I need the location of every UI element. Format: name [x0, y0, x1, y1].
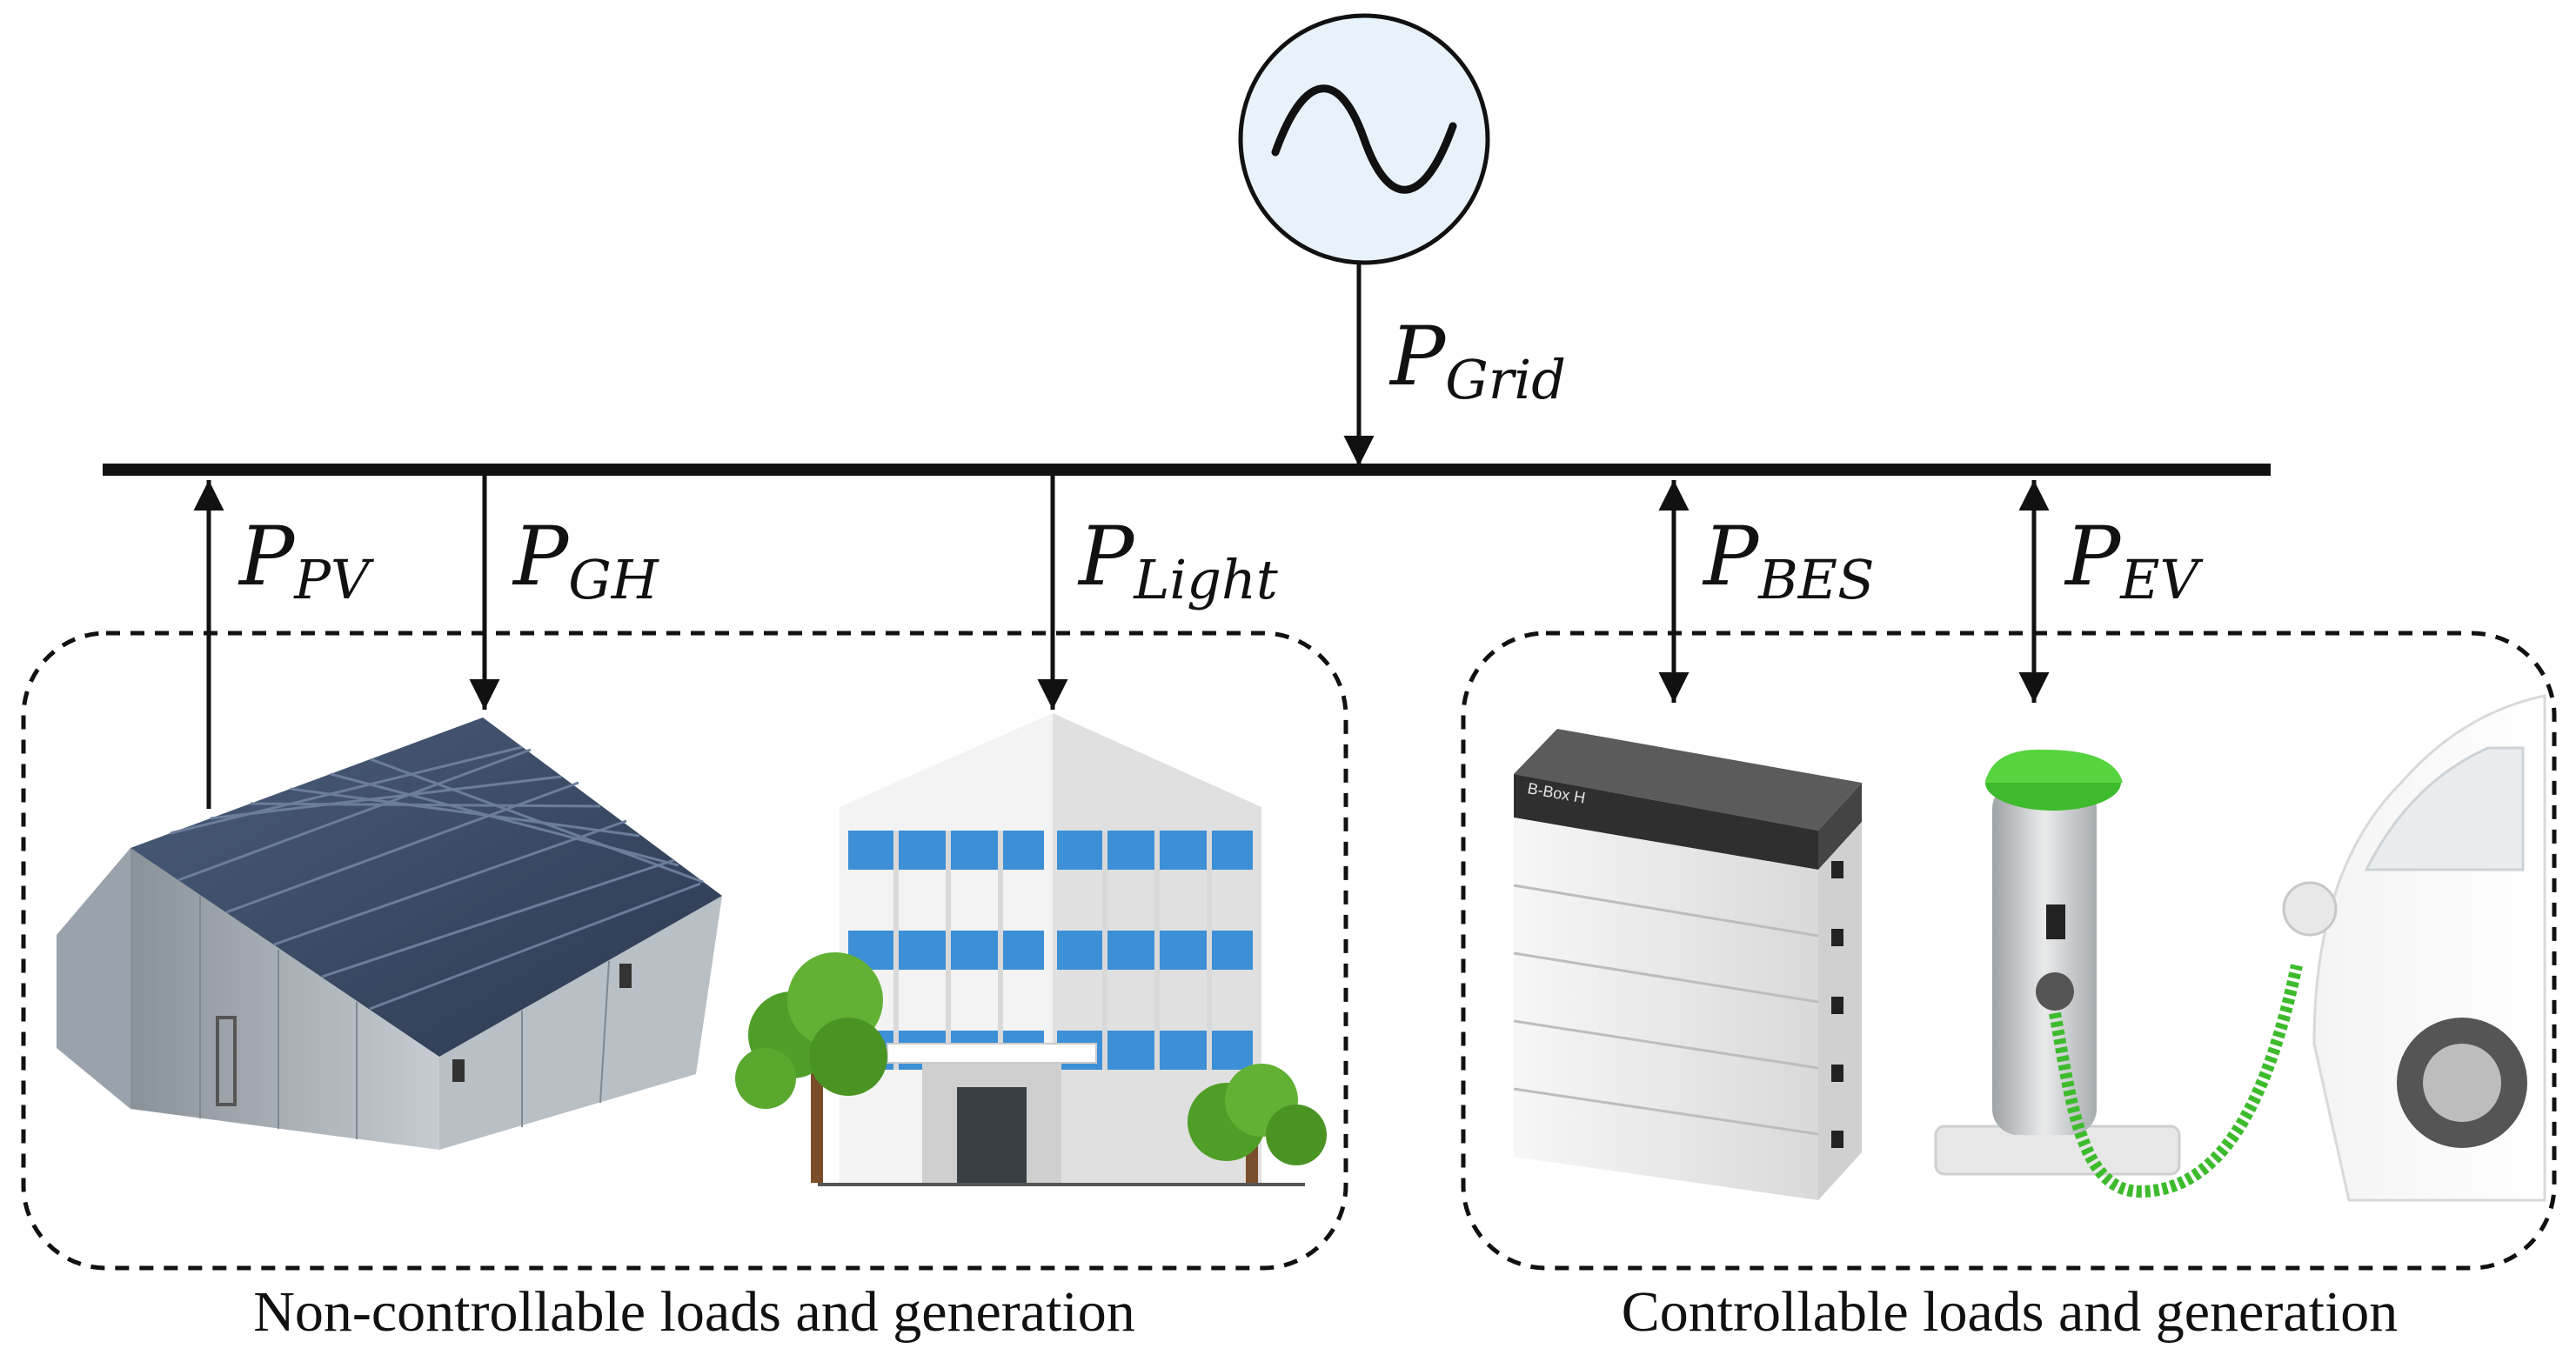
- electric-car-icon: [2282, 694, 2546, 1202]
- controllable-caption: Controllable loads and generation: [1622, 1280, 2399, 1344]
- tree-icon-2: [1188, 1064, 1327, 1183]
- controllable-group-box: [1461, 631, 2557, 1271]
- greenhouse-solar-icon: [57, 718, 722, 1150]
- grid-source: [1238, 13, 1490, 265]
- non-controllable-caption: Non-controllable loads and generation: [253, 1280, 1135, 1344]
- tree-icon: [735, 952, 887, 1183]
- gh-power-label: PGH: [512, 510, 660, 611]
- battery-storage-icon: B-Box H: [1513, 729, 1862, 1200]
- office-building-icon: [818, 713, 1305, 1186]
- bes-power-label: PBES: [1702, 510, 1875, 611]
- sine-wave-icon: [1271, 84, 1457, 194]
- grid-power-label: PGrid: [1388, 310, 1566, 411]
- ev-charger-icon: [1934, 749, 2303, 1198]
- ev-power-label: PEV: [2064, 510, 2205, 611]
- pv-power-label: PPV: [238, 510, 375, 611]
- light-power-label: PLight: [1077, 510, 1278, 611]
- non-controllable-group-box: [21, 631, 1348, 1271]
